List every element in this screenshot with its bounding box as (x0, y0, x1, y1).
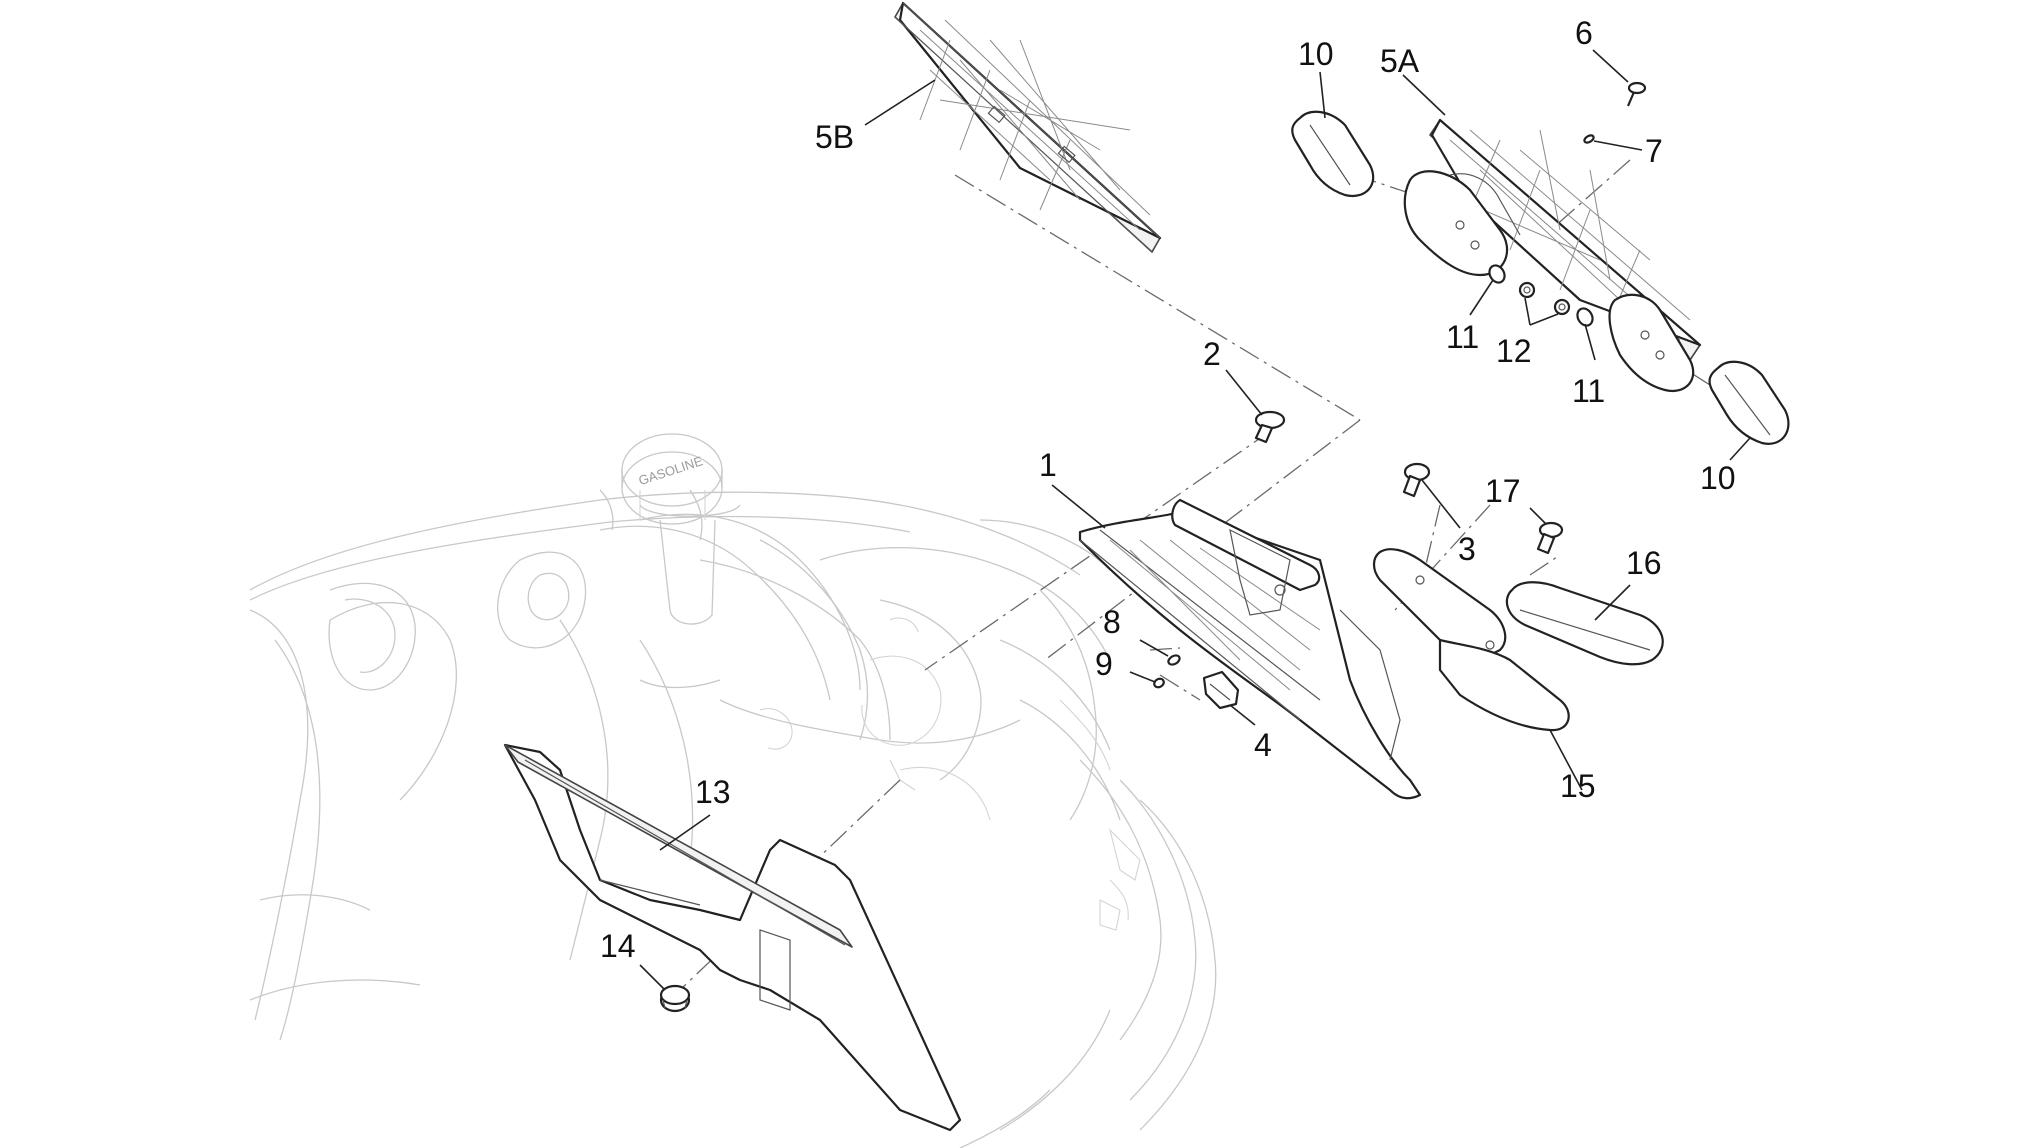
callout-8: 8 (1103, 604, 1121, 640)
screw-6 (1626, 81, 1647, 107)
callout-11-right: 11 (1572, 373, 1605, 409)
callout-2: 2 (1203, 336, 1221, 372)
callout-15: 15 (1560, 768, 1596, 804)
nut-9 (1153, 677, 1165, 689)
screw-2 (1254, 410, 1286, 444)
callout-5b: 5B (815, 119, 854, 155)
reflector-bracket-15 (1372, 548, 1570, 732)
screw-3 (1402, 462, 1431, 498)
callout-12: 12 (1496, 333, 1532, 369)
callout-11-left: 11 (1446, 319, 1479, 355)
callout-9: 9 (1095, 646, 1113, 682)
grommet-14 (659, 984, 691, 1013)
reflector-16 (1505, 581, 1664, 666)
callout-16: 16 (1626, 545, 1662, 581)
callout-6: 6 (1575, 15, 1593, 51)
washer-7 (1583, 134, 1595, 144)
callout-17: 17 (1485, 473, 1521, 509)
scooter-rear-body: GASOLINE (249, 433, 1217, 1148)
license-plate-support-1 (1078, 498, 1422, 800)
callout-1: 1 (1039, 447, 1057, 483)
callout-3: 3 (1458, 531, 1476, 567)
license-plate-holder-5a (1403, 118, 1702, 393)
splash-guard-13 (503, 743, 962, 1132)
callout-5a: 5A (1380, 43, 1420, 79)
screw-17 (1536, 521, 1564, 555)
callout-10-upper: 10 (1298, 36, 1334, 72)
rubber-pad-10-upper (1291, 110, 1375, 198)
rubber-pad-10-lower (1708, 360, 1790, 445)
clip-4 (1202, 670, 1240, 710)
leader-lines (639, 49, 1751, 991)
callout-labels: 1 2 3 4 5A 5B 6 7 8 9 10 10 11 11 12 13 … (600, 15, 1736, 964)
washer-11 (1488, 264, 1594, 327)
fuel-cap-text: GASOLINE (637, 453, 705, 488)
nut-8 (1167, 654, 1181, 666)
callout-7: 7 (1645, 133, 1663, 169)
callout-13: 13 (695, 774, 731, 810)
license-plate-holder-5b (894, 1, 1162, 253)
nut-12 (1518, 281, 1571, 316)
callout-14: 14 (600, 928, 636, 964)
callout-10-lower: 10 (1700, 460, 1736, 496)
callout-4: 4 (1254, 727, 1272, 763)
